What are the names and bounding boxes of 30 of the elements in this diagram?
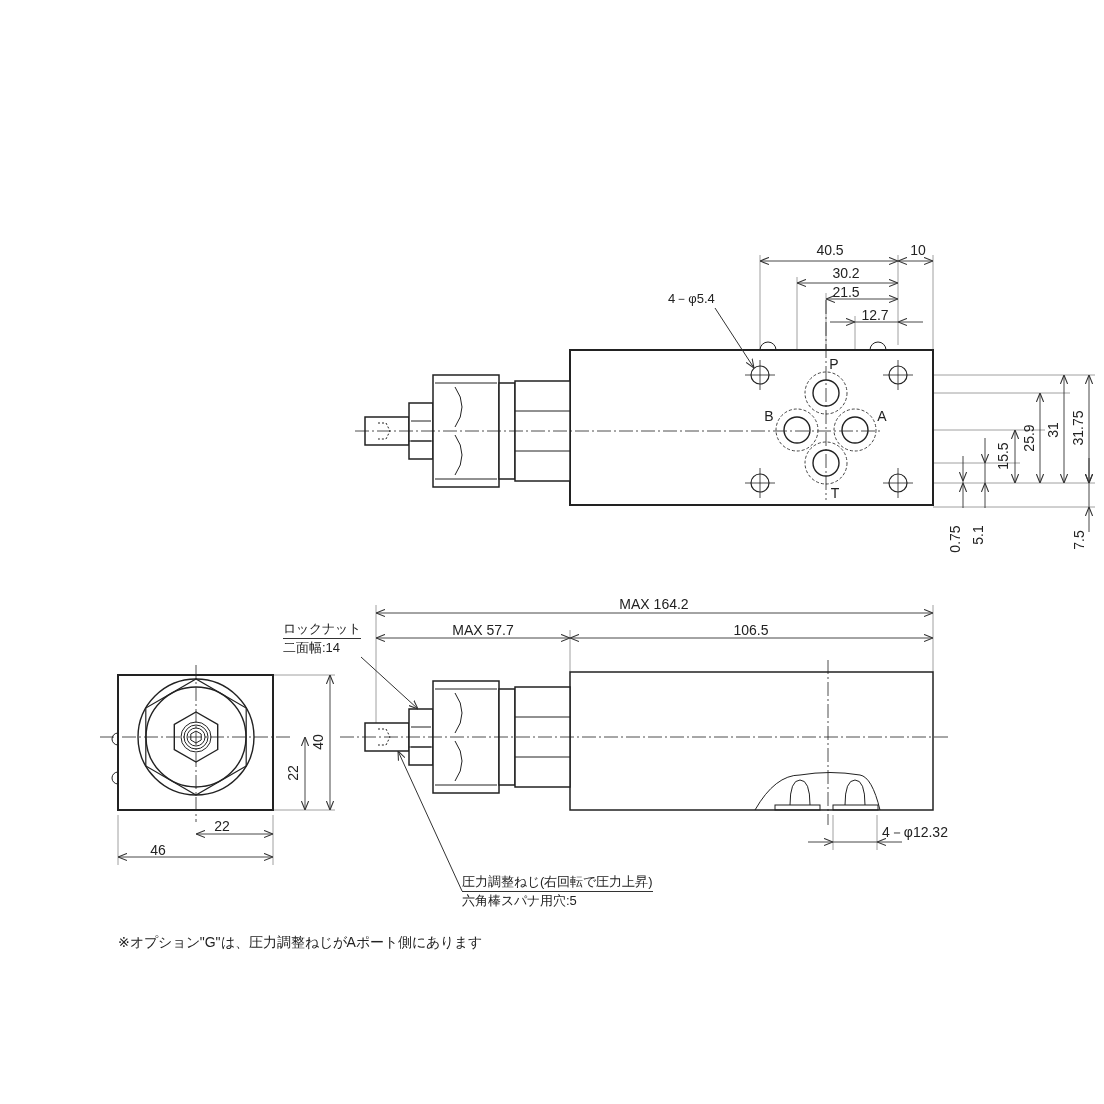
callout-text: 六角棒スパナ用穴:5 bbox=[462, 892, 578, 910]
callout-text: 二面幅:14 bbox=[283, 639, 342, 657]
dimension-value: MAX 57.7 bbox=[452, 622, 514, 638]
dimension-value: MAX 164.2 bbox=[619, 596, 689, 612]
dimension-value: 46 bbox=[150, 842, 166, 858]
dimension-value: 22 bbox=[285, 765, 301, 781]
port-label: P bbox=[829, 356, 839, 372]
note-text: ※オプション"G"は、圧力調整ねじがAポート側にあります bbox=[118, 934, 482, 950]
dimension-value: 31 bbox=[1045, 422, 1061, 438]
dimension-value: 40.5 bbox=[816, 242, 844, 258]
dimension-value: 4－φ12.32 bbox=[882, 824, 948, 840]
callout-text: ロックナット bbox=[283, 620, 361, 639]
dimension-value: 40 bbox=[310, 734, 326, 750]
dimension-value: 15.5 bbox=[995, 442, 1011, 470]
port-label: A bbox=[877, 408, 887, 424]
dimension-value: 25.9 bbox=[1021, 424, 1037, 452]
port-label: T bbox=[830, 485, 840, 501]
dimension-value: 7.5 bbox=[1071, 530, 1087, 550]
dimension-value: 22 bbox=[214, 818, 230, 834]
dimension-value: 106.5 bbox=[733, 622, 769, 638]
dimension-value: 0.75 bbox=[947, 525, 963, 553]
dimension-value: 5.1 bbox=[970, 525, 986, 545]
dimension-value: 12.7 bbox=[861, 307, 889, 323]
dimension-value: 21.5 bbox=[832, 284, 860, 300]
callout-text: 圧力調整ねじ(右回転で圧力上昇) bbox=[462, 873, 653, 892]
port-label: B bbox=[764, 408, 774, 424]
dimension-value: 31.75 bbox=[1070, 410, 1086, 446]
dimension-value: 30.2 bbox=[832, 265, 860, 281]
dimension-value: 10 bbox=[910, 242, 926, 258]
callout-text: 4－φ5.4 bbox=[668, 290, 715, 308]
